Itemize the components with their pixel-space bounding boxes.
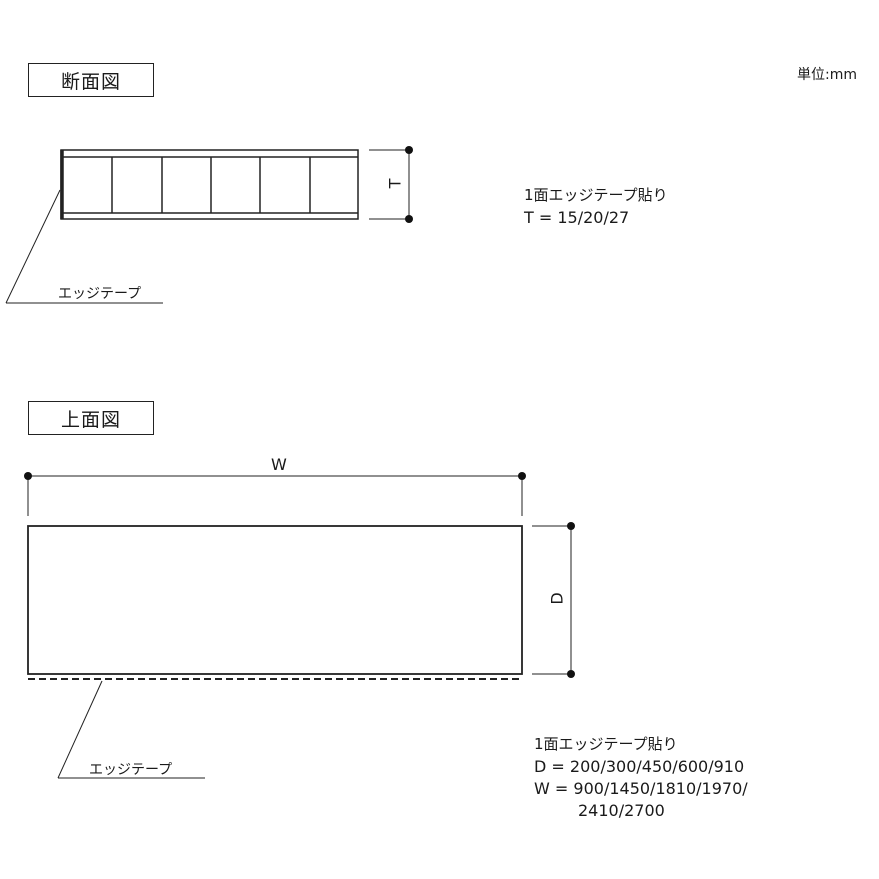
top-view-title: 上面図 xyxy=(28,401,154,435)
top-spec-line1: 1面エッジテープ貼り xyxy=(534,735,678,753)
board-section-outline xyxy=(60,149,359,220)
section-edge-tape-label: エッジテープ xyxy=(58,286,142,302)
dimension-point-icon xyxy=(405,146,413,154)
dimension-point-icon xyxy=(405,215,413,223)
unit-label: 単位:mm xyxy=(797,67,857,83)
top-view-title-text: 上面図 xyxy=(60,408,121,431)
section-spec-line2: T = 15/20/27 xyxy=(524,208,630,227)
top-edge-tape-label: エッジテープ xyxy=(89,762,173,778)
dimension-point-icon xyxy=(24,472,32,480)
dimension-point-icon xyxy=(518,472,526,480)
section-view-title-text: 断面図 xyxy=(60,70,121,93)
top-spec-line3: W = 900/1450/1810/1970/ xyxy=(534,779,748,798)
section-view-title: 断面図 xyxy=(28,63,154,97)
top-spec-line2: D = 200/300/450/600/910 xyxy=(534,757,745,776)
dimension-point-icon xyxy=(567,522,575,530)
width-dimension-label: W xyxy=(271,455,287,474)
section-spec-line1: 1面エッジテープ貼り xyxy=(524,186,668,204)
thickness-dimension-label: T xyxy=(385,178,405,189)
board-top-outline xyxy=(27,525,523,675)
depth-dimension-label: D xyxy=(547,592,567,605)
dimension-point-icon xyxy=(567,670,575,678)
top-spec-line4: 2410/2700 xyxy=(578,801,665,820)
